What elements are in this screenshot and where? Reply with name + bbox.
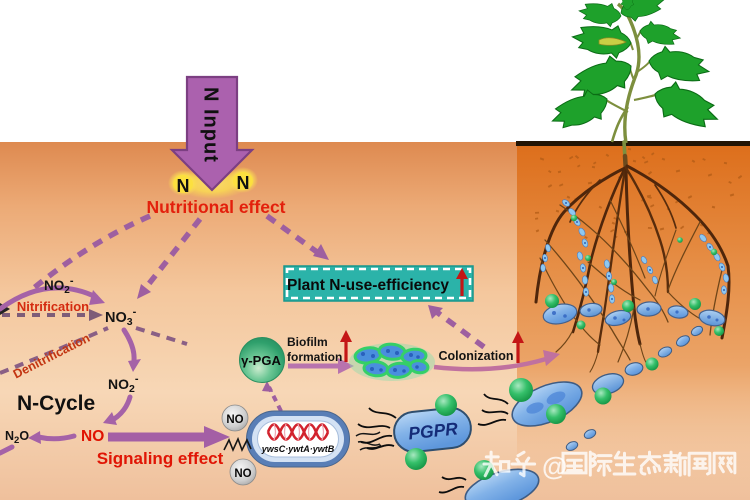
svg-text:N Input: N Input [200, 87, 222, 163]
svg-text:NO2-: NO2- [108, 373, 139, 395]
svg-text:Signaling effect: Signaling effect [97, 449, 224, 468]
svg-text:NO: NO [81, 428, 104, 445]
svg-text:N: N [237, 173, 250, 193]
svg-text:Colonization: Colonization [439, 349, 514, 363]
svg-text:N: N [177, 176, 190, 196]
svg-text:formation: formation [287, 350, 342, 364]
svg-text:Plant N-use-efficiency: Plant N-use-efficiency [287, 277, 449, 294]
svg-text:Nitrification: Nitrification [17, 299, 89, 314]
svg-text:Nutritional effect: Nutritional effect [146, 197, 285, 217]
svg-text:N2O: N2O [5, 429, 29, 446]
svg-text:NO3-: NO3- [105, 306, 137, 328]
svg-text:NO2-: NO2- [44, 275, 74, 296]
svg-text:NO: NO [226, 414, 243, 426]
svg-text:γ-PGA: γ-PGA [241, 353, 281, 368]
svg-text:NO: NO [234, 468, 251, 480]
svg-text:N-Cycle: N-Cycle [17, 392, 95, 415]
svg-text:@: @ [542, 451, 567, 481]
svg-text:ywsC·ywtA·ywtB: ywsC·ywtA·ywtB [261, 444, 335, 454]
svg-text:Biofilm: Biofilm [287, 335, 328, 349]
